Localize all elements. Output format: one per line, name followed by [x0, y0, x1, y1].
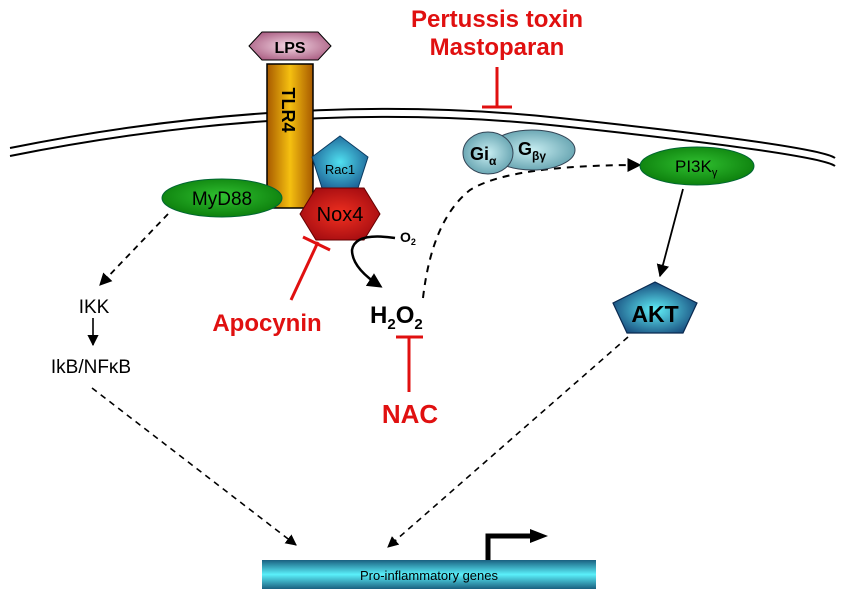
- tlr4-label: TLR4: [278, 88, 298, 133]
- svg-text:Giα: Giα: [470, 144, 497, 168]
- ikk-label: IKK: [79, 297, 110, 318]
- pi3k-gamma-node: PI3Kγ: [639, 146, 755, 186]
- apocynin-inhibitor: Apocynin: [212, 235, 331, 337]
- pertussis-mastoparan-inhibitor: Pertussis toxin Mastoparan: [411, 6, 583, 109]
- mastoparan-label: Mastoparan: [430, 34, 565, 61]
- nac-inhibitor: NAC: [382, 335, 439, 429]
- gi-alpha-node: Giα: [462, 131, 514, 175]
- lps-node: LPS: [248, 31, 332, 61]
- transcription-start-arrow: [485, 529, 548, 560]
- nox4-label: Nox4: [317, 204, 364, 226]
- h2o2-to-pi3k-dashed-arrow: [422, 158, 642, 299]
- akt-node: AKT: [612, 281, 698, 334]
- tlr4-receptor: TLR4: [266, 63, 314, 209]
- nac-label: NAC: [382, 399, 439, 429]
- cell-membrane: [9, 107, 836, 167]
- svg-text:Gβγ: Gβγ: [518, 139, 546, 163]
- rac1-label: Rac1: [325, 162, 355, 177]
- apocynin-label: Apocynin: [212, 310, 321, 337]
- nfkb-to-genes-arrow: [91, 387, 297, 546]
- rac1-node: Rac1: [311, 135, 369, 189]
- pro-inflammatory-genes-bar: Pro-inflammatory genes: [262, 560, 596, 589]
- myd88-label: MyD88: [192, 189, 252, 210]
- o2-to-h2o2-arrow: [350, 235, 396, 288]
- nox4-node: Nox4: [299, 187, 381, 241]
- lps-label: LPS: [274, 40, 305, 57]
- o2-label: O2: [400, 229, 416, 247]
- genes-label: Pro-inflammatory genes: [360, 568, 498, 583]
- myd88-to-ikk-arrow: [99, 213, 169, 286]
- myd88-node: MyD88: [161, 178, 283, 218]
- ikb-nfkb-label: IkB/NFκB: [51, 357, 131, 378]
- akt-to-genes-arrow: [387, 336, 629, 548]
- h2o2-label: H2O2: [370, 302, 423, 333]
- pi3k-to-akt-arrow: [656, 188, 684, 278]
- svg-text:PI3Kγ: PI3Kγ: [675, 157, 718, 179]
- pertussis-toxin-label: Pertussis toxin: [411, 6, 583, 33]
- akt-label: AKT: [631, 301, 678, 327]
